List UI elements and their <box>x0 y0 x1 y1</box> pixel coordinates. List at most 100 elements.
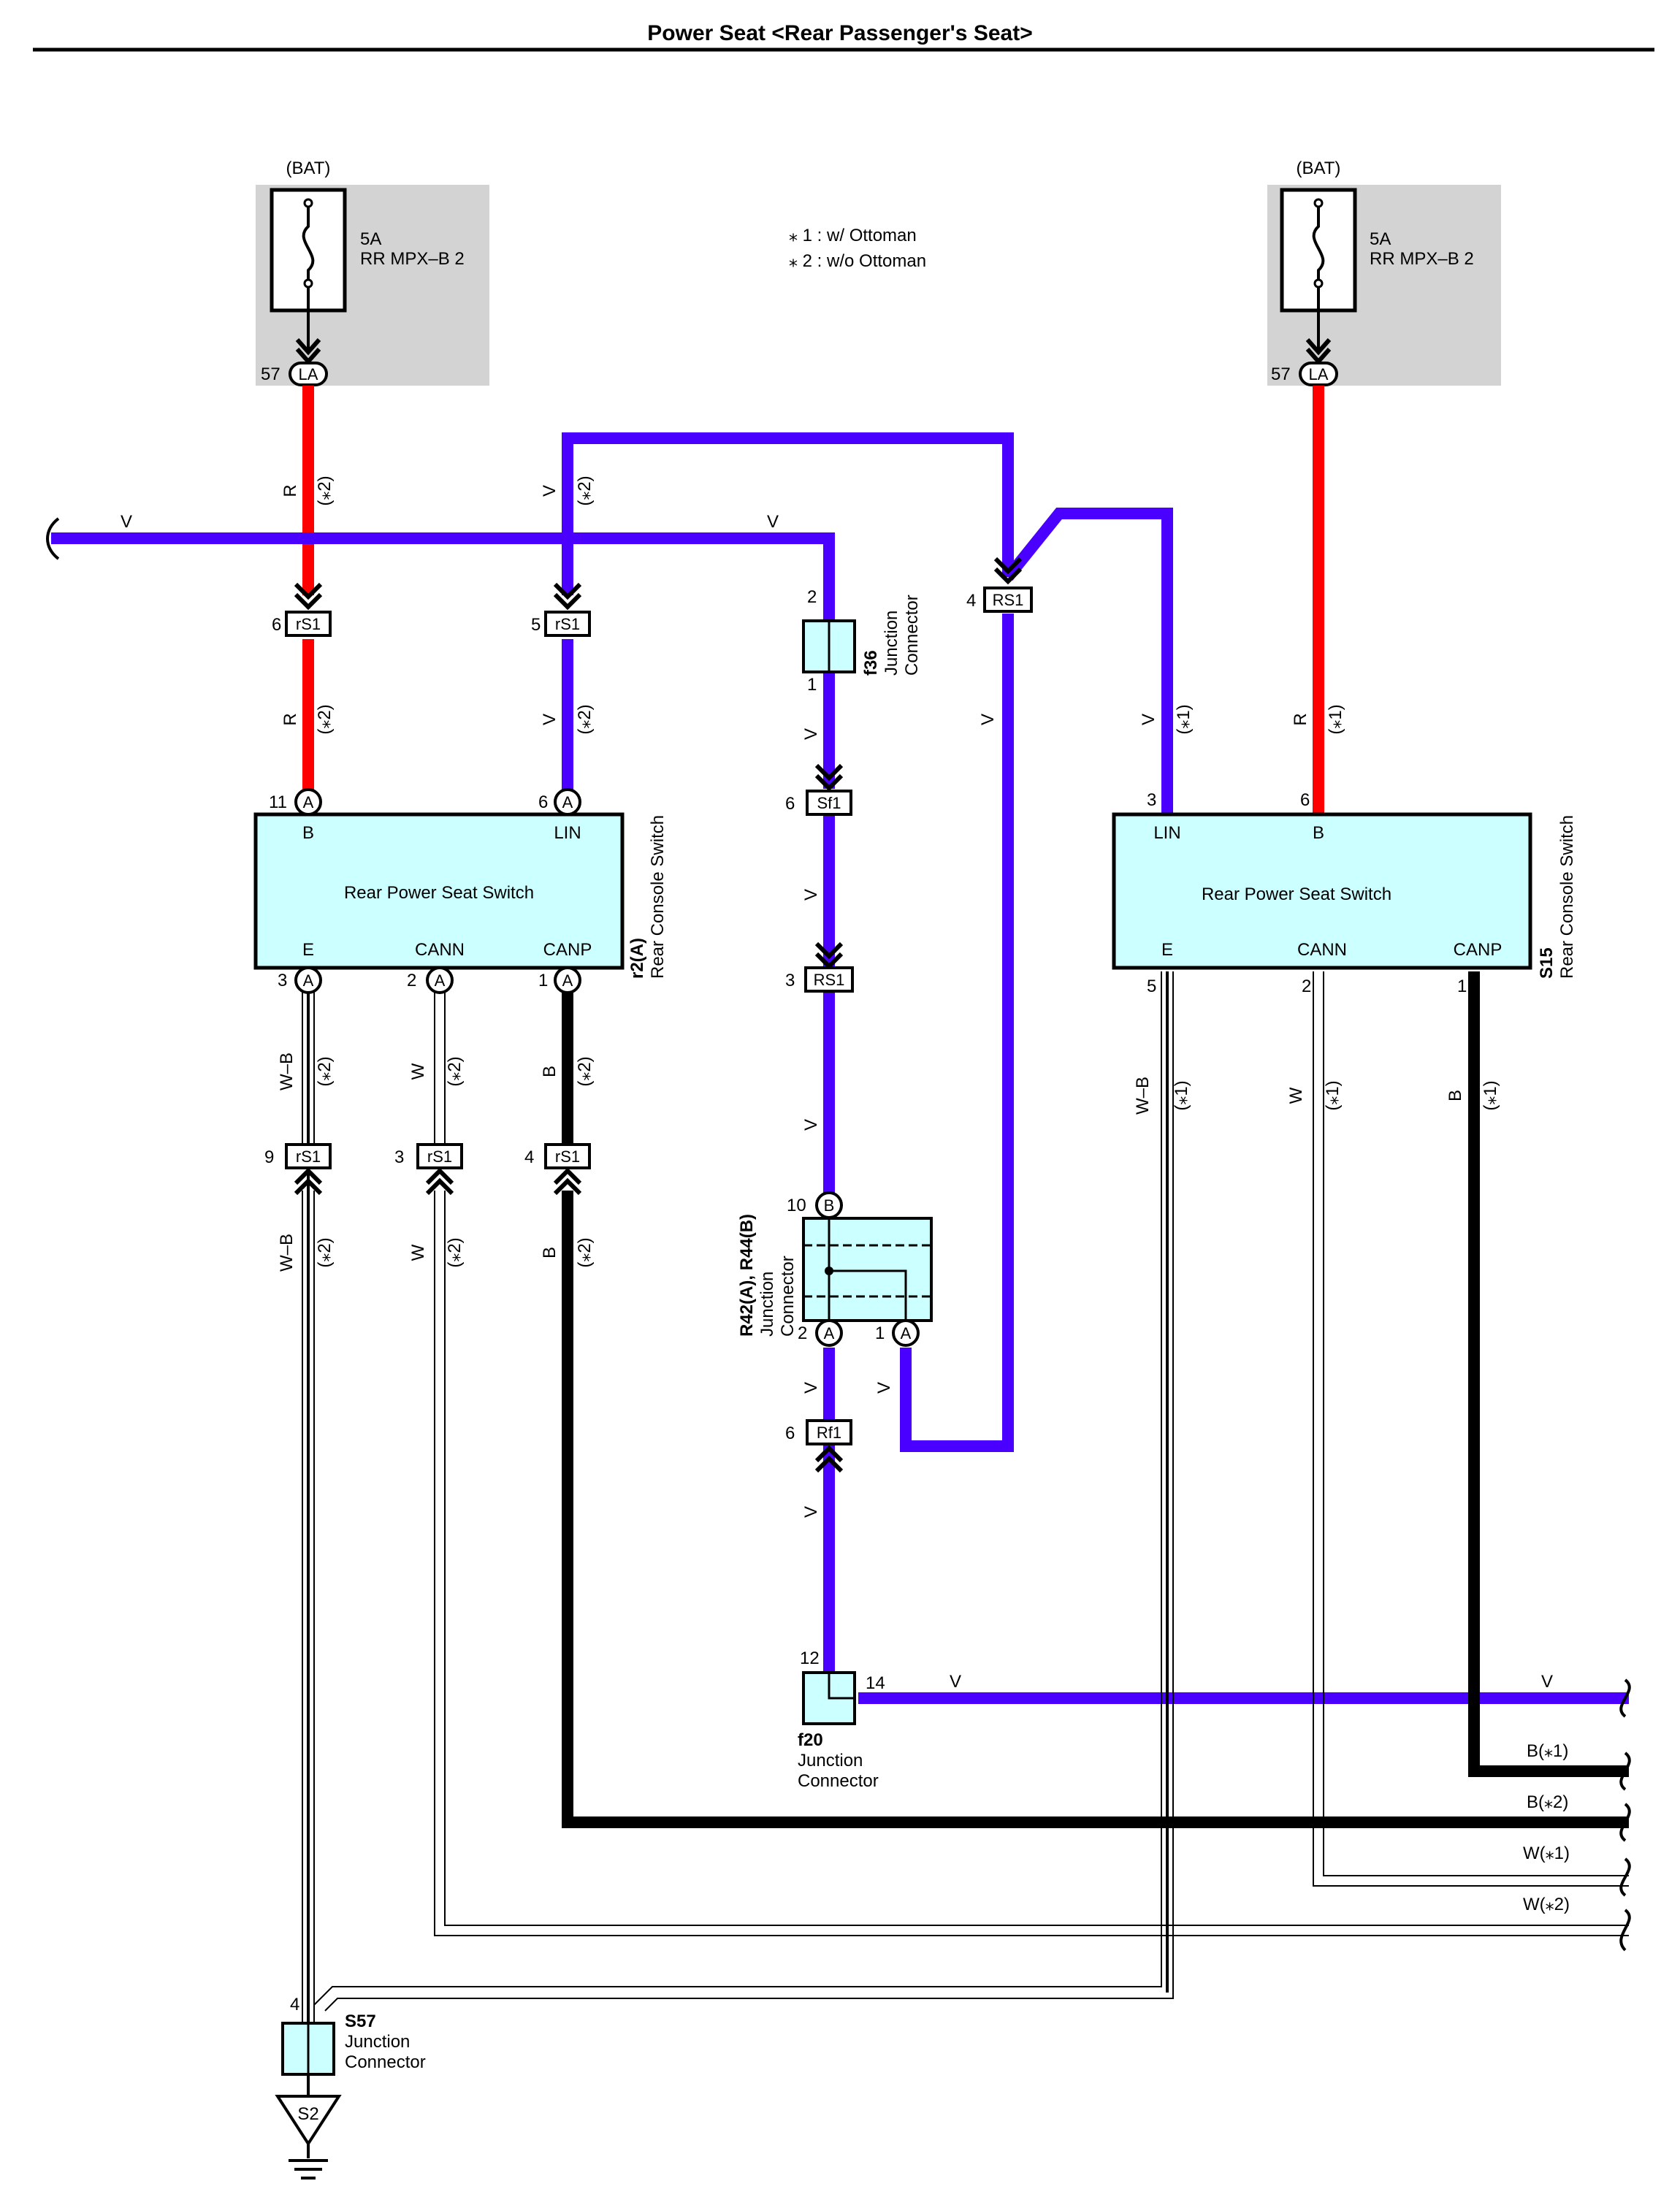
connector-RS1-4-top: RS1 4 <box>966 557 1033 613</box>
svg-text:3: 3 <box>1147 790 1156 810</box>
svg-text:4: 4 <box>290 1995 299 2014</box>
svg-text:B(⁎2): B(⁎2) <box>1527 1792 1568 1812</box>
svg-text:5: 5 <box>531 615 541 635</box>
svg-text:6: 6 <box>272 615 281 635</box>
svg-text:(⁎1): (⁎1) <box>1172 1080 1191 1110</box>
wire-label-group: R (⁎2) V (⁎2) R (⁎2) V (⁎2) V V V V V V … <box>277 475 1500 1518</box>
svg-text:Rear Power Seat Switch: Rear Power Seat Switch <box>344 883 534 903</box>
svg-text:V: V <box>1139 714 1158 725</box>
svg-text:f36: f36 <box>861 650 881 676</box>
svg-text:Junction: Junction <box>345 2032 410 2052</box>
svg-text:3: 3 <box>785 971 795 990</box>
svg-text:rS1: rS1 <box>296 1147 321 1166</box>
svg-text:5A: 5A <box>1370 229 1391 249</box>
svg-text:Connector: Connector <box>798 1771 879 1791</box>
svg-text:9: 9 <box>264 1147 274 1167</box>
connector-rs1-5: rS1 5 <box>531 582 591 637</box>
svg-text:(⁎2): (⁎2) <box>315 475 335 505</box>
connector-arrow-icon <box>814 763 844 792</box>
svg-text:Rear Console Switch: Rear Console Switch <box>1557 815 1577 979</box>
svg-text:V: V <box>801 889 821 901</box>
connector-arrow-icon <box>814 1445 844 1473</box>
svg-text:Connector: Connector <box>778 1256 798 1337</box>
wire-break-right-icons <box>1619 1678 1631 1952</box>
svg-text:rS1: rS1 <box>555 1147 580 1166</box>
svg-text:2: 2 <box>807 587 817 607</box>
wire-black-right-canp <box>1468 971 1629 1777</box>
wire-violet-horizontal-top <box>51 532 835 621</box>
svg-text:V: V <box>540 485 560 497</box>
svg-text:3: 3 <box>394 1147 404 1167</box>
wire-black-left-canp-lower <box>562 1191 1629 1828</box>
junction-connector-f36: 2 1 f36 Junction Connector <box>802 587 922 695</box>
svg-text:2: 2 <box>798 1323 807 1343</box>
note-2: ⁎ 2 : w/o Ottoman <box>789 251 926 271</box>
svg-text:S15: S15 <box>1537 947 1557 979</box>
svg-text:Connector: Connector <box>902 595 922 676</box>
svg-text:(⁎2): (⁎2) <box>445 1237 465 1267</box>
svg-text:57: 57 <box>1271 364 1291 384</box>
svg-text:CANP: CANP <box>1454 940 1503 960</box>
svg-text:(⁎1): (⁎1) <box>1323 1080 1343 1110</box>
svg-text:W(⁎2): W(⁎2) <box>1523 1895 1570 1914</box>
svg-text:(BAT): (BAT) <box>1297 158 1341 178</box>
svg-text:(⁎2): (⁎2) <box>575 1237 595 1267</box>
svg-text:RR MPX–B 2: RR MPX–B 2 <box>1370 249 1474 269</box>
svg-text:S2: S2 <box>297 2104 318 2124</box>
svg-text:B: B <box>1313 823 1324 843</box>
svg-text:E: E <box>302 940 314 960</box>
svg-text:57: 57 <box>261 364 280 384</box>
wire-labels: V V <box>121 512 779 532</box>
svg-text:R: R <box>280 713 300 725</box>
svg-text:rS1: rS1 <box>555 615 580 633</box>
svg-text:W: W <box>1286 1087 1306 1104</box>
svg-text:1: 1 <box>875 1323 885 1343</box>
svg-text:S57: S57 <box>345 2012 376 2031</box>
svg-text:6: 6 <box>785 794 795 814</box>
connector-arrow-icon <box>993 557 1023 585</box>
svg-text:(⁎2): (⁎2) <box>445 1056 465 1086</box>
note-1: ⁎ 1 : w/ Ottoman <box>789 226 917 245</box>
svg-text:(BAT): (BAT) <box>286 158 331 178</box>
svg-text:B: B <box>302 823 314 843</box>
wire-wb-right-e <box>313 971 1174 2012</box>
svg-text:6: 6 <box>1300 790 1310 810</box>
fuse-icon <box>1312 205 1325 281</box>
svg-text:(⁎2): (⁎2) <box>575 704 595 734</box>
connector-arrow-icon <box>553 582 582 611</box>
page-title: Power Seat <Rear Passenger's Seat> <box>647 21 1032 45</box>
svg-text:V: V <box>874 1382 894 1394</box>
svg-text:R: R <box>1291 713 1310 725</box>
svg-text:5A: 5A <box>360 229 381 249</box>
wire-violet-rs1-down <box>900 614 1014 1452</box>
connector-rs1-9: rS1 9 <box>264 1143 332 1196</box>
svg-text:(⁎2): (⁎2) <box>315 1056 335 1086</box>
svg-text:V: V <box>1541 1672 1553 1692</box>
svg-text:E: E <box>1161 940 1173 960</box>
svg-text:RS1: RS1 <box>814 971 845 989</box>
svg-text:V: V <box>801 1119 821 1131</box>
wire-violet-top-loop <box>562 432 1014 595</box>
connector-rf1: Rf1 6 <box>785 1419 852 1473</box>
svg-text:LIN: LIN <box>554 823 581 843</box>
connector-rs1-4b: rS1 4 <box>524 1143 591 1196</box>
connector-rs1-6: rS1 6 <box>272 582 332 637</box>
connector-arrow-icon <box>425 1167 454 1196</box>
svg-text:6: 6 <box>538 792 548 812</box>
connector-arrow-icon <box>294 1167 323 1196</box>
svg-text:(⁎2): (⁎2) <box>575 1056 595 1086</box>
svg-text:W–B: W–B <box>277 1053 297 1090</box>
svg-text:V: V <box>801 728 821 740</box>
svg-text:LIN: LIN <box>1153 823 1180 843</box>
svg-text:2: 2 <box>1302 977 1311 996</box>
svg-text:W(⁎1): W(⁎1) <box>1523 1844 1570 1863</box>
svg-text:6: 6 <box>785 1424 795 1443</box>
svg-text:Rear Console Switch: Rear Console Switch <box>648 815 668 979</box>
svg-text:RS1: RS1 <box>993 591 1024 609</box>
svg-text:Rf1: Rf1 <box>817 1424 841 1442</box>
svg-text:W–B: W–B <box>1133 1077 1153 1115</box>
svg-text:B: B <box>540 1247 560 1258</box>
svg-text:11: 11 <box>269 792 287 812</box>
svg-text:B: B <box>1446 1090 1465 1101</box>
right-rear-power-seat-switch: Rear Power Seat Switch LIN B E CANN CANP… <box>1112 790 1577 996</box>
